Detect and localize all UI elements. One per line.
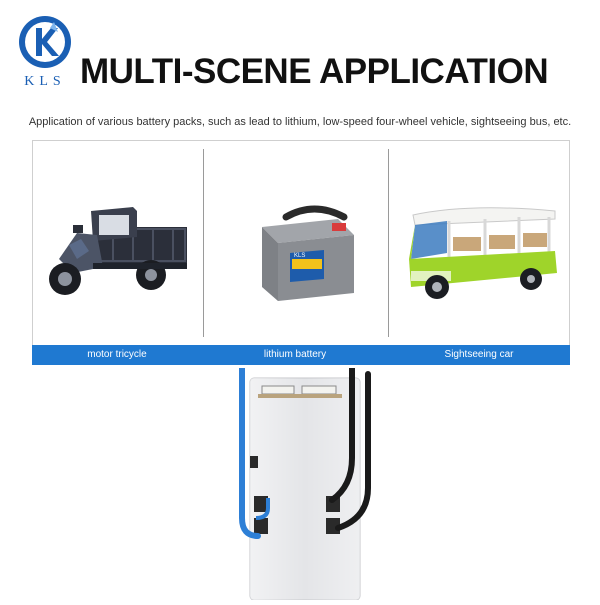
kls-logo-icon [19, 16, 71, 68]
sightseeing-car-image [409, 207, 557, 299]
application-panel: KLS [32, 140, 570, 347]
motor-tricycle-cell [33, 141, 203, 346]
lithium-battery-image: KLS [262, 205, 354, 301]
caption-lithium-battery: lithium battery [263, 349, 327, 360]
page-subtitle: Application of various battery packs, su… [28, 116, 572, 128]
caption-sightseeing-car: Sightseeing car [444, 349, 514, 360]
kls-logo: KLS [14, 14, 76, 94]
panel-divider [388, 149, 389, 337]
battery-label-text: KLS [294, 253, 305, 259]
panel-divider [203, 149, 204, 337]
caption-bar: motor tricycle lithium battery Sightseei… [32, 345, 570, 365]
lithium-battery-cell: KLS [204, 141, 388, 346]
caption-motor-tricycle: motor tricycle [87, 349, 147, 360]
bms-board [228, 365, 378, 601]
sightseeing-car-cell [389, 141, 569, 346]
bms-protection-board-image [239, 365, 371, 601]
page-title: MULTI-SCENE APPLICATION [80, 52, 549, 91]
motor-tricycle-image [49, 207, 187, 295]
logo-text: KLS [24, 74, 66, 89]
